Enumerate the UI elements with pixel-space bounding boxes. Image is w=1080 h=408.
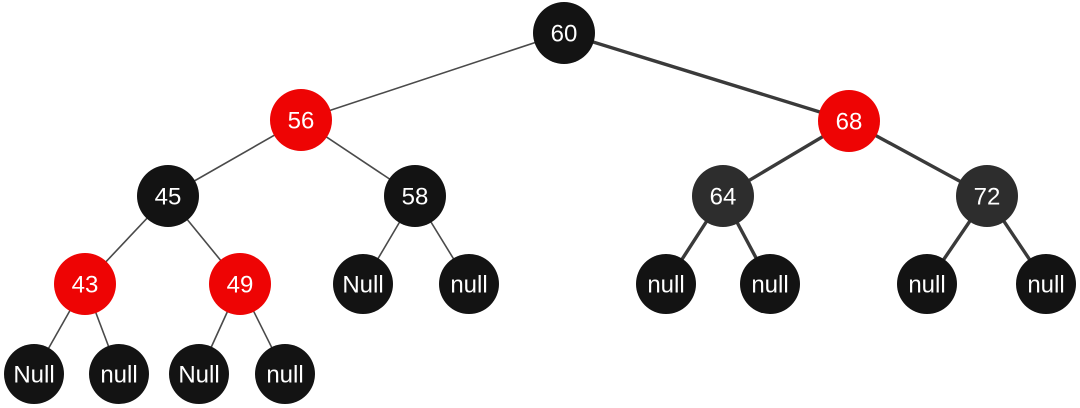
node-label: null: [1027, 271, 1064, 298]
node-label: 68: [836, 108, 863, 135]
node-label: null: [100, 361, 137, 388]
tree-node-n64R: null: [740, 254, 800, 314]
node-label: Null: [178, 361, 219, 388]
tree-node-n45: 45: [137, 165, 199, 227]
node-label: null: [751, 271, 788, 298]
node-circle-black: [740, 254, 800, 314]
node-circle-black: [384, 165, 446, 227]
node-label: 64: [710, 183, 737, 210]
tree-node-n58L: Null: [333, 254, 393, 314]
node-label: 45: [155, 183, 182, 210]
tree-node-n72L: null: [897, 254, 957, 314]
tree-node-n56: 56: [270, 89, 332, 151]
tree-node-n68: 68: [818, 90, 880, 152]
node-label: 56: [288, 107, 315, 134]
tree-node-n43L: Null: [4, 344, 64, 404]
node-circle-black: [533, 2, 595, 64]
node-circle-red: [209, 253, 271, 315]
node-circle-black: [169, 344, 229, 404]
tree-node-n72: 72: [956, 165, 1018, 227]
tree-node-n58: 58: [384, 165, 446, 227]
node-circle-black: [89, 344, 149, 404]
node-label: 43: [72, 271, 99, 298]
tree-node-n72R: null: [1016, 254, 1076, 314]
node-label: 72: [974, 183, 1001, 210]
node-circle-black: [897, 254, 957, 314]
tree-node-n64L: null: [636, 254, 696, 314]
node-label: Null: [342, 271, 383, 298]
tree-node-n49L: Null: [169, 344, 229, 404]
node-label: null: [908, 271, 945, 298]
tree-node-n58R: null: [439, 254, 499, 314]
node-circle-black: [333, 254, 393, 314]
node-circle-red: [54, 253, 116, 315]
node-circle-dark: [956, 165, 1018, 227]
tree-node-n49: 49: [209, 253, 271, 315]
node-label: null: [450, 271, 487, 298]
tree-node-n49R: null: [255, 344, 315, 404]
node-circle-red: [270, 89, 332, 151]
tree-node-n43: 43: [54, 253, 116, 315]
node-circle-black: [439, 254, 499, 314]
node-label: 60: [551, 20, 578, 47]
node-label: Null: [13, 361, 54, 388]
node-circle-red: [818, 90, 880, 152]
tree-edge-n60-n56: [300, 32, 565, 121]
tree-edge-n60-n68: [563, 31, 850, 123]
node-label: 49: [227, 271, 254, 298]
tree-node-n60: 60: [533, 2, 595, 64]
node-circle-black: [1016, 254, 1076, 314]
node-circle-black: [137, 165, 199, 227]
tree-node-n64: 64: [692, 165, 754, 227]
node-circle-dark: [692, 165, 754, 227]
node-label: null: [647, 271, 684, 298]
node-circle-black: [255, 344, 315, 404]
node-circle-black: [636, 254, 696, 314]
node-circle-black: [4, 344, 64, 404]
node-label: null: [266, 361, 303, 388]
node-label: 58: [402, 183, 429, 210]
tree-node-n43R: null: [89, 344, 149, 404]
